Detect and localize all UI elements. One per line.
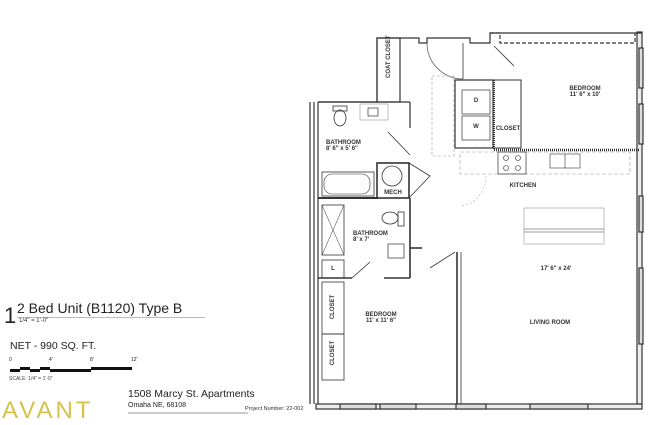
room-dims: 8' 6" x 5' 6" xyxy=(326,146,358,152)
room-label-coat-closet: COAT CLOSET xyxy=(386,35,392,78)
room-name: BATHROOM xyxy=(326,140,361,146)
room-name: BEDROOM xyxy=(569,86,601,92)
net-area: NET - 990 SQ. FT. xyxy=(10,340,97,352)
room-name: BEDROOM xyxy=(365,312,397,318)
project-name: 1508 Marcy St. Apartments xyxy=(128,388,255,400)
room-label-washer: W xyxy=(473,124,479,130)
fine-print xyxy=(128,412,248,414)
drawing-scale-note: 1/4" = 1'-0" xyxy=(19,318,49,324)
room-label-closet-2: CLOSET xyxy=(330,294,336,320)
avant-logo: AVANT xyxy=(2,397,94,424)
room-label-linen: L xyxy=(331,266,335,272)
room-label-living-room: LIVING ROOM xyxy=(529,320,571,326)
room-label-living-dims: 17' 6" x 24' xyxy=(540,266,572,272)
scale-tick-0: 0 xyxy=(9,357,12,363)
drawing-title: 2 Bed Unit (B1120) Type B xyxy=(17,300,183,316)
room-dims: 11' 6" x 10' xyxy=(569,92,601,98)
scale-tick-12: 12' xyxy=(131,357,138,363)
project-city: Omaha NE, 68108 xyxy=(128,402,186,409)
scale-bar-graphic xyxy=(10,367,132,372)
room-name: BATHROOM xyxy=(353,231,388,237)
room-dims: 8' x 7' xyxy=(353,237,370,243)
room-name: COAT CLOSET xyxy=(386,35,392,78)
room-dims: 11' x 11' 6" xyxy=(365,318,397,324)
room-label-mech: MECH xyxy=(384,190,402,196)
project-number: Project Number: 22-002 xyxy=(245,406,304,412)
room-label-closet-1: CLOSET xyxy=(495,126,521,132)
room-label-dryer: D xyxy=(473,98,479,104)
room-label-bathroom-1: BATHROOM 8' 6" x 5' 6" xyxy=(326,140,376,152)
title-underline xyxy=(17,317,205,318)
scale-tick-4: 4' xyxy=(49,357,53,363)
floor-plan xyxy=(309,31,644,410)
room-label-bedroom-1: BEDROOM 11' 6" x 10' xyxy=(555,86,615,98)
room-label-bedroom-2: BEDROOM 11' x 11' 6" xyxy=(356,312,406,324)
room-label-bathroom-2: BATHROOM 8' x 7' xyxy=(353,231,393,243)
room-label-kitchen: KITCHEN xyxy=(509,183,537,189)
drawing-number: 1 xyxy=(4,303,17,328)
scale-bar-label: SCALE: 1/4" = 1'-0" xyxy=(9,376,53,382)
scale-bar: 0 4' 8' 12' xyxy=(9,357,139,379)
scale-tick-8: 8' xyxy=(90,357,94,363)
room-label-closet-3: CLOSET xyxy=(330,340,336,366)
